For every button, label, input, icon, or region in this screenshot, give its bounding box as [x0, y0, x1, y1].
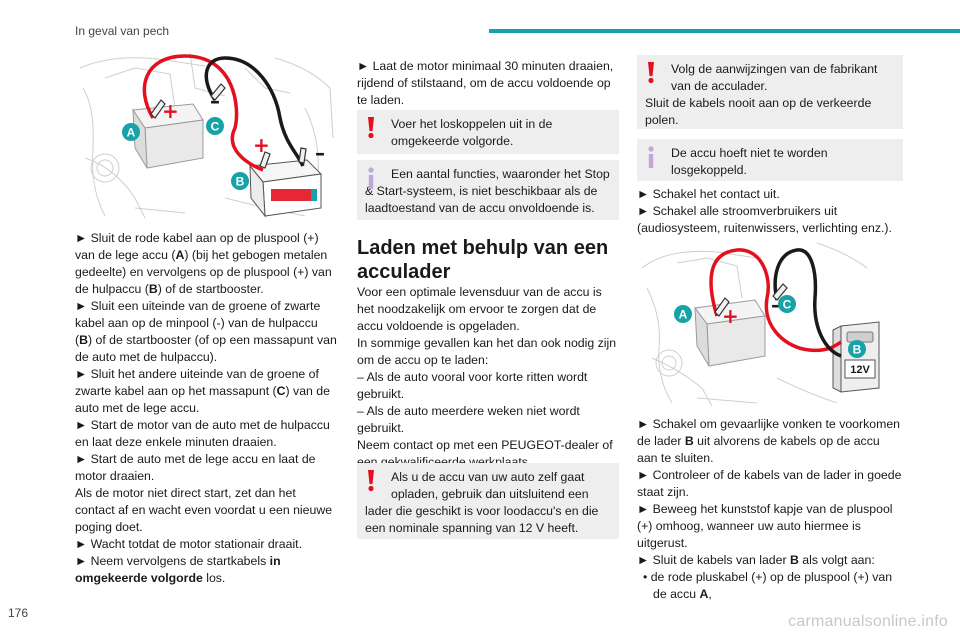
label-b: B — [236, 175, 245, 189]
battery-charger-illustration: 12V + – A C B — [637, 238, 903, 406]
warning-icon — [368, 470, 374, 492]
voltage-label: 12V — [850, 364, 870, 376]
paragraph: Als de motor niet direct start, zet dan … — [75, 486, 333, 534]
minus-sign: – — [210, 89, 220, 113]
paragraph: In sommige gevallen kan het dan ook nodi… — [357, 336, 617, 367]
paragraph: ► Laat de motor minimaal 30 minuten draa… — [357, 59, 614, 107]
plus-sign: + — [253, 133, 270, 157]
paragraph: ► Schakel het contact uit. — [637, 187, 780, 201]
info-icon — [648, 146, 654, 168]
info-note: Een aantal functies, waaronder het Stop … — [357, 160, 619, 220]
minus-sign: – — [771, 293, 781, 317]
section-heading: Laden met behulp van een acculader — [357, 237, 609, 283]
paragraph: ► Wacht totdat de motor stationair draai… — [75, 537, 303, 551]
list-item: – Als de auto meerdere weken niet wordt … — [357, 404, 580, 435]
label-a: A — [127, 126, 136, 140]
paragraph: ► Controleer of de kabels van de lader i… — [637, 468, 902, 499]
jump-start-illustration: + – + – A C B — [75, 48, 337, 220]
paragraph: ► Sluit de kabels van lader B als volgt … — [637, 553, 875, 567]
column-3-intro: ► Schakel het contact uit. ► Schakel all… — [637, 186, 903, 237]
page-header-title: In geval van pech — [75, 24, 170, 38]
paragraph: ► Beweeg het kunststof kapje van de plus… — [637, 502, 893, 550]
header-accent-bar — [489, 29, 960, 33]
column-2-body: Voor een optimale levensduur van de accu… — [357, 284, 619, 471]
paragraph: ► Sluit de rode kabel aan op de pluspool… — [75, 231, 332, 296]
plus-sign: + — [162, 99, 179, 123]
warning-note: Volg de aanwijzingen van de fabrikant va… — [637, 55, 903, 129]
label-c: C — [211, 120, 220, 134]
paragraph: Voor een optimale levensduur van de accu… — [357, 285, 602, 333]
paragraph: ► Start de auto met de lege accu en laat… — [75, 452, 316, 483]
watermark: carmanualsonline.info — [788, 613, 948, 630]
paragraph: ► Sluit het andere uiteinde van de groen… — [75, 367, 330, 415]
label-c: C — [783, 298, 792, 312]
list-item: – Als de auto vooral voor korte ritten w… — [357, 370, 588, 401]
column-2-intro: ► Laat de motor minimaal 30 minuten draa… — [357, 58, 619, 109]
warning-note: Als u de accu van uw auto zelf gaat opla… — [357, 463, 619, 539]
paragraph: ► Start de motor van de auto met de hulp… — [75, 418, 330, 449]
paragraph: ► Neem vervolgens de startkabels in omge… — [75, 554, 281, 585]
warning-icon — [368, 117, 374, 139]
info-icon — [368, 167, 374, 189]
minus-sign: – — [315, 141, 325, 165]
label-a: A — [679, 308, 688, 322]
page-number: 176 — [8, 606, 29, 620]
list-item: • de rode pluskabel (+) op de pluspool (… — [643, 570, 893, 601]
paragraph: ► Sluit een uiteinde van de groene of zw… — [75, 299, 337, 364]
info-note: De accu hoeft niet te worden losgekoppel… — [637, 139, 903, 181]
warning-note: Voer het loskoppelen uit in de omgekeerd… — [357, 110, 619, 154]
plus-sign: + — [722, 304, 739, 328]
paragraph: ► Schakel alle stroomverbruikers uit (au… — [637, 204, 892, 235]
label-b: B — [853, 343, 862, 357]
paragraph: ► Schakel om gevaarlijke vonken te voork… — [637, 417, 901, 465]
warning-icon — [648, 62, 654, 84]
column-1: ► Sluit de rode kabel aan op de pluspool… — [75, 230, 337, 587]
column-3-body: ► Schakel om gevaarlijke vonken te voork… — [637, 416, 903, 603]
